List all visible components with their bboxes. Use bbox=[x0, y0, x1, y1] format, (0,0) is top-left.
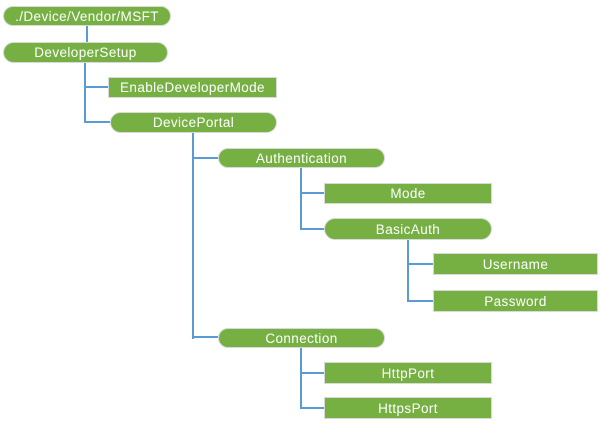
node-developersetup: DeveloperSetup bbox=[3, 42, 168, 63]
edge-branch-mode bbox=[300, 192, 324, 194]
node-authentication: Authentication bbox=[218, 148, 385, 168]
edge-root-to-developersetup bbox=[86, 26, 88, 42]
edge-branch-deviceportal bbox=[84, 121, 110, 123]
edge-branch-basicauth bbox=[300, 228, 324, 230]
edge-branch-username bbox=[407, 263, 433, 265]
node-connection: Connection bbox=[218, 328, 385, 348]
node-deviceportal: DevicePortal bbox=[110, 112, 277, 133]
node-httpsport: HttpsPort bbox=[324, 397, 492, 419]
edge-branch-httpport bbox=[300, 372, 324, 374]
node-basicauth: BasicAuth bbox=[324, 218, 492, 240]
edge-trunk-developersetup bbox=[84, 62, 86, 123]
edge-trunk-authentication bbox=[300, 168, 302, 230]
node-username: Username bbox=[433, 253, 598, 275]
edge-branch-httpsport bbox=[300, 407, 324, 409]
edge-trunk-deviceportal bbox=[192, 133, 194, 339]
node-mode: Mode bbox=[324, 183, 492, 204]
edge-trunk-basicauth bbox=[407, 240, 409, 302]
node-root-device-vendor-msft: ./Device/Vendor/MSFT bbox=[3, 6, 171, 26]
edge-trunk-connection bbox=[300, 348, 302, 409]
edge-branch-connection bbox=[192, 336, 218, 338]
edge-branch-enabledevelopermode bbox=[84, 86, 108, 88]
node-enabledevelopermode: EnableDeveloperMode bbox=[108, 77, 277, 98]
edge-branch-authentication bbox=[192, 157, 218, 159]
node-password: Password bbox=[433, 290, 598, 312]
node-httpport: HttpPort bbox=[324, 362, 492, 384]
edge-branch-password bbox=[407, 300, 433, 302]
